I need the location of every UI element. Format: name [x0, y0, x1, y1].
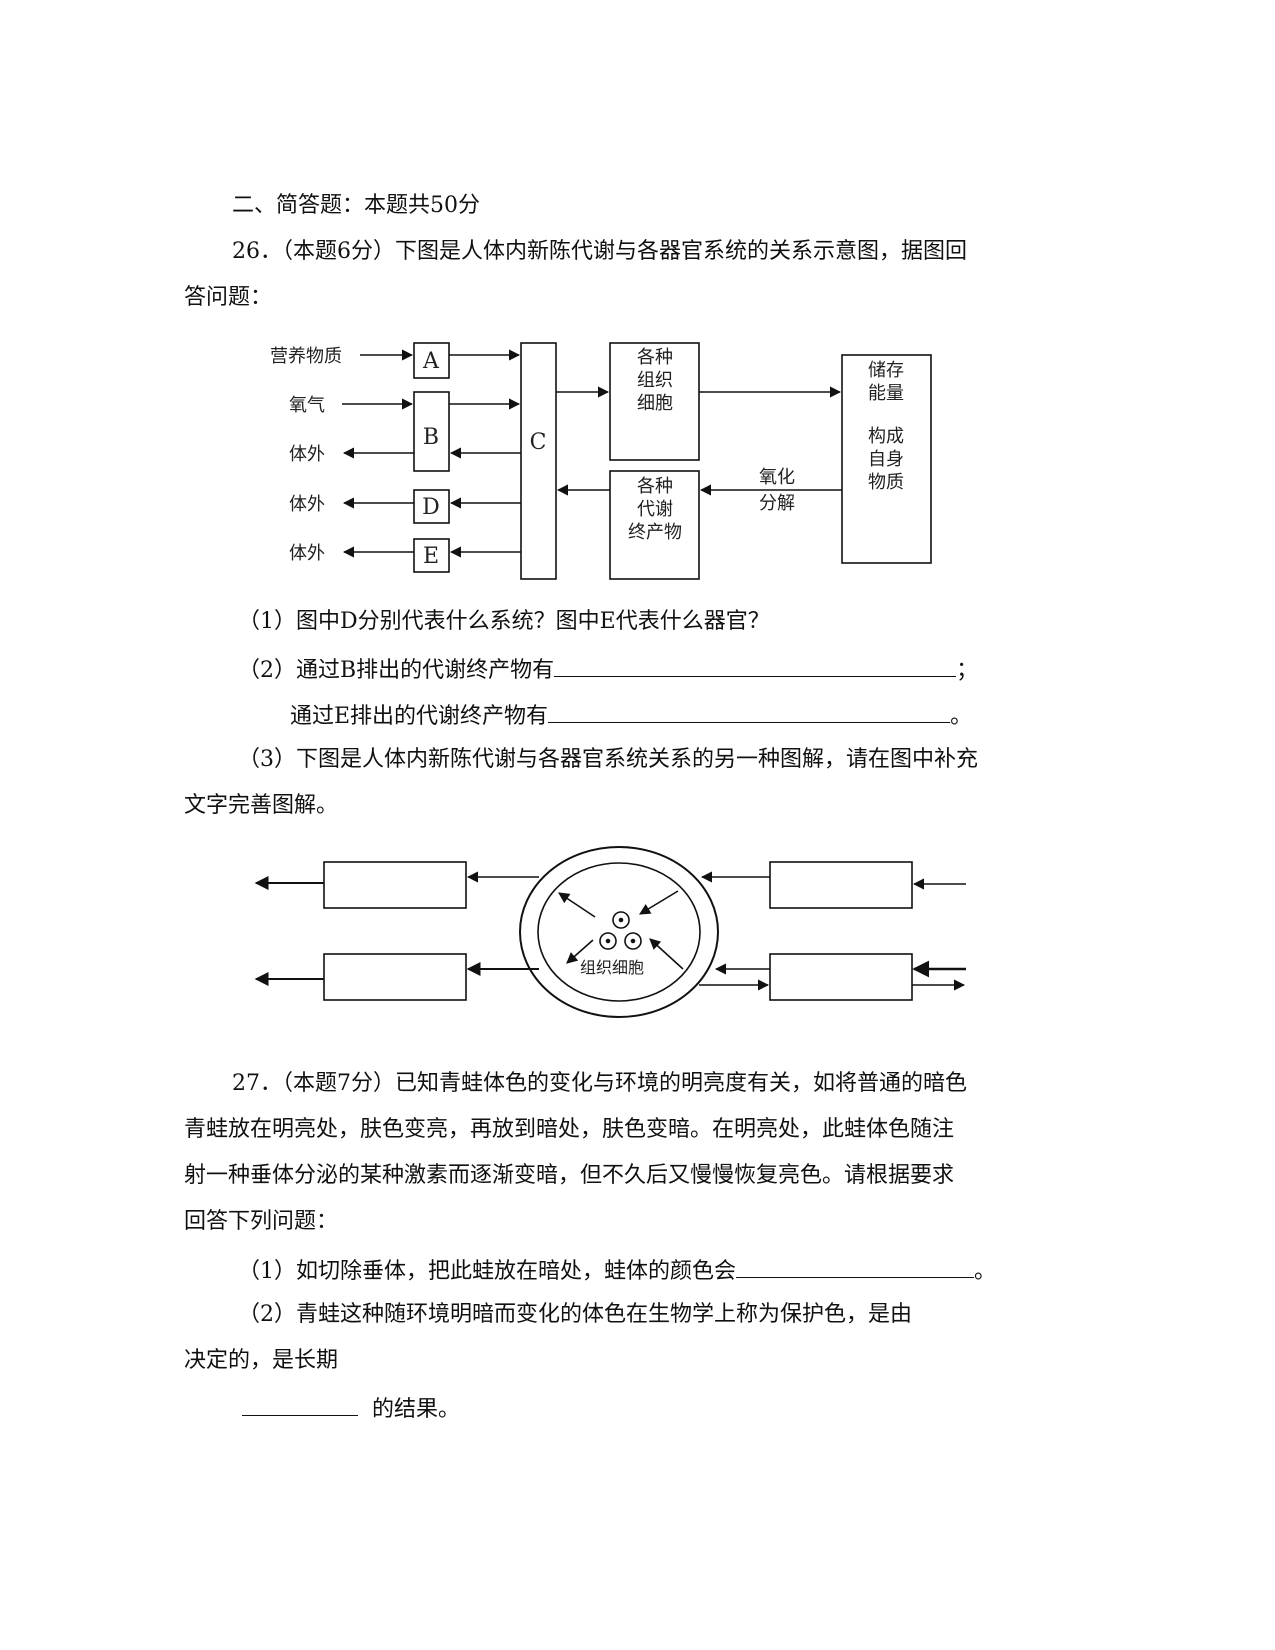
- products-line-3: 终产物: [628, 522, 682, 543]
- d2-box-bottom-left: [323, 953, 467, 1001]
- label-c: C: [530, 430, 547, 455]
- q26-sub2-a-suffix: ；: [956, 658, 979, 683]
- box-storage: [841, 354, 932, 564]
- storage-line-6: 物质: [868, 472, 904, 493]
- label-nutrients: 营养物质: [270, 346, 342, 367]
- box-b: [413, 391, 450, 472]
- q27-sub2-line3: 的结果。: [242, 1393, 460, 1424]
- q26-sub2-b-blank[interactable]: [548, 700, 951, 723]
- oxidation-line-1: 氧化: [759, 467, 795, 488]
- d2-inner-ellipse: [537, 862, 701, 1002]
- diagram2: [254, 846, 966, 1018]
- label-out-3: 体外: [289, 543, 325, 564]
- q26-sub2-b-suffix: 。: [950, 704, 973, 729]
- d2-outer-ellipse: [519, 846, 719, 1018]
- d2-box-top-right: [769, 861, 913, 909]
- d2-box-bottom-right: [769, 953, 913, 1001]
- cells-line-1: 各种: [637, 347, 673, 368]
- q27-sub1-blank[interactable]: [736, 1255, 974, 1278]
- d2-box-top-left: [323, 861, 467, 909]
- q27-sub2-line2: 决定的，是长期: [184, 1348, 339, 1373]
- label-e: E: [423, 544, 439, 569]
- q26-stem-line2: 答问题：: [184, 285, 273, 310]
- q27-sub1-suffix: 。: [974, 1259, 997, 1284]
- d2-tissue-cells-label: 组织细胞: [580, 958, 644, 977]
- q26-sub2-a-prefix: （2）通过B排出的代谢终产物有: [238, 658, 555, 683]
- box-a: [413, 342, 450, 379]
- box-c: [520, 342, 557, 580]
- label-out-1: 体外: [289, 444, 325, 465]
- cells-line-3: 细胞: [637, 393, 673, 414]
- q27-stem-line3: 射一种垂体分泌的某种激素而逐渐变暗，但不久后又慢慢恢复亮色。请根据要求: [184, 1163, 955, 1188]
- label-oxygen: 氧气: [289, 395, 325, 416]
- q26-sub2-a: （2）通过B排出的代谢终产物有 ；: [238, 654, 978, 685]
- section-title: 二、简答题：本题共50分: [232, 193, 480, 218]
- q26-sub2-b: 通过E排出的代谢终产物有 。: [290, 700, 972, 731]
- storage-line-1: 储存: [868, 360, 904, 381]
- q26-stem-line1: 26．（本题6分）下图是人体内新陈代谢与各器官系统的关系示意图，据图回: [232, 239, 967, 264]
- q27-sub2-blank[interactable]: [242, 1393, 358, 1416]
- label-out-2: 体外: [289, 494, 325, 515]
- q27-sub1: （1）如切除垂体，把此蛙放在暗处，蛙体的颜色会 。: [238, 1255, 996, 1286]
- storage-line-2: 能量: [868, 383, 904, 404]
- q27-stem-line1: 27．（本题7分）已知青蛙体色的变化与环境的明亮度有关，如将普通的暗色: [232, 1071, 967, 1096]
- q26-sub2-a-blank[interactable]: [554, 654, 957, 677]
- q27-sub2-line3-text: 的结果。: [372, 1397, 461, 1422]
- oxidation-line-2: 分解: [759, 493, 795, 514]
- box-products: [609, 470, 700, 580]
- storage-line-5: 自身: [868, 449, 904, 470]
- q27-sub1-prefix: （1）如切除垂体，把此蛙放在暗处，蛙体的颜色会: [238, 1259, 736, 1284]
- label-d: D: [422, 495, 440, 520]
- q26-sub3-line2: 文字完善图解。: [184, 793, 339, 818]
- products-line-1: 各种: [637, 476, 673, 497]
- q26-sub1: （1）图中D分别代表什么系统？图中E代表什么器官？: [238, 609, 770, 634]
- q27-stem-line2: 青蛙放在明亮处，肤色变亮，再放到暗处，肤色变暗。在明亮处，此蛙体色随注: [184, 1117, 955, 1142]
- cells-line-2: 组织: [637, 370, 673, 391]
- q27-sub2-line1: （2）青蛙这种随环境明暗而变化的体色在生物学上称为保护色，是由: [238, 1302, 912, 1327]
- q26-sub2-b-prefix: 通过E排出的代谢终产物有: [290, 704, 549, 729]
- label-a: A: [422, 349, 440, 374]
- box-e: [413, 538, 450, 573]
- box-d: [413, 489, 450, 524]
- storage-line-4: 构成: [868, 426, 904, 447]
- q27-stem-line4: 回答下列问题：: [184, 1209, 339, 1234]
- label-b: B: [423, 425, 439, 450]
- box-cells: [609, 342, 700, 461]
- q26-sub3-line1: （3）下图是人体内新陈代谢与各器官系统关系的另一种图解，请在图中补充: [238, 747, 978, 772]
- products-line-2: 代谢: [637, 499, 673, 520]
